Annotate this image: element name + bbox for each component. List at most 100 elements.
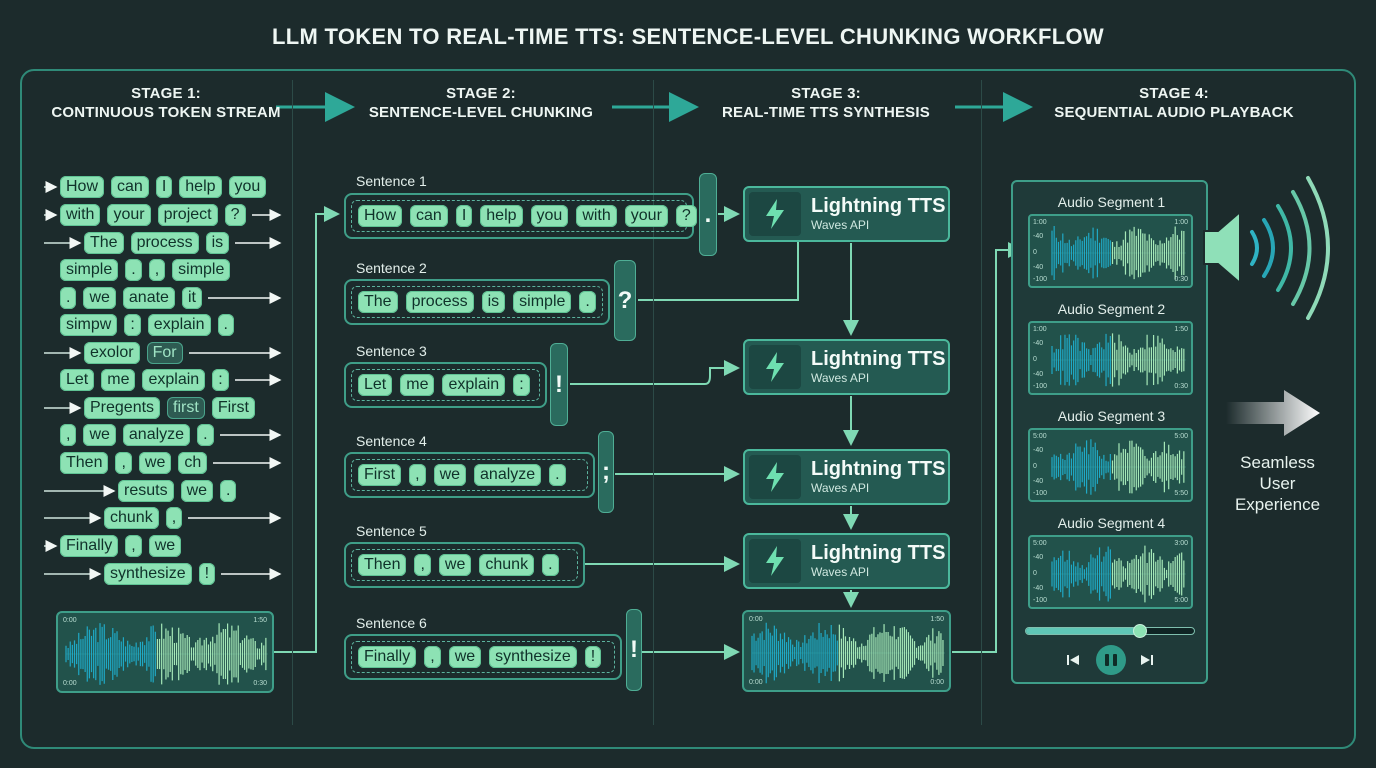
segment-axis-label: -100 <box>1033 383 1048 390</box>
token-chip: simple <box>172 259 231 281</box>
sentence-token: with <box>576 205 617 227</box>
stage-3-header: STAGE 3: REAL-TIME TTS SYNTHESIS <box>700 84 952 122</box>
segment-axis-label: 5:00 <box>1174 597 1188 604</box>
token-chip: ch <box>178 452 208 474</box>
sentence-token: , <box>409 464 426 486</box>
token-chip: Let <box>60 369 95 391</box>
waveform-time-bottom-start: 0:00 <box>749 679 763 686</box>
sentence-token: Let <box>358 374 393 396</box>
speaker-icon <box>1198 172 1338 327</box>
pause-button[interactable] <box>1096 645 1126 675</box>
token-chip: explain <box>147 314 211 336</box>
segment-axis-label: 5:00 <box>1033 540 1047 547</box>
audio-segment-label: Audio Segment 3 <box>1057 408 1166 424</box>
sentence-token: your <box>624 205 668 227</box>
token-chip: , <box>115 452 132 474</box>
skip-back-icon[interactable] <box>1065 652 1081 668</box>
playback-progress-bar[interactable] <box>1025 624 1195 638</box>
waveform-graphic <box>751 622 945 684</box>
segment-axis-label: 5:50 <box>1174 490 1188 497</box>
waveform-graphic <box>1051 439 1186 495</box>
token-chip: help <box>179 176 222 198</box>
segment-axis-label: -40 <box>1033 264 1044 271</box>
sentence-token: : <box>513 374 530 396</box>
sentence-token: you <box>530 205 569 227</box>
token-chip: your <box>107 204 151 226</box>
column-divider <box>653 80 654 725</box>
sentence-5-label: Sentence 5 <box>356 523 427 539</box>
sentence-token: . <box>542 554 559 576</box>
tts-sub: Waves API <box>811 371 870 385</box>
segment-axis-label: 0 <box>1033 249 1037 256</box>
sentence-token: . <box>579 291 596 313</box>
segment-axis-label: 3:00 <box>1174 540 1188 547</box>
token-chip: synthesize <box>104 563 192 585</box>
waveform-time-bottom-start: 0:00 <box>63 680 77 687</box>
token-chip: . <box>220 480 237 502</box>
playback-progress-knob[interactable] <box>1133 624 1148 638</box>
token-chip: you <box>228 176 267 198</box>
sentence-token: First <box>358 464 402 486</box>
sentence-token: me <box>400 374 435 396</box>
stage-2-header: STAGE 2: SENTENCE-LEVEL CHUNKING <box>356 84 606 122</box>
sentence-token: process <box>405 291 474 313</box>
token-chip: we <box>180 480 214 502</box>
token-chip: with <box>60 204 101 226</box>
segment-axis-label: 5:00 <box>1033 433 1047 440</box>
stream-waveform: 0:00 1:50 0:00 0:30 <box>56 611 274 693</box>
sentence-token: I <box>455 205 473 227</box>
segment-axis-label: 1:00 <box>1174 219 1188 226</box>
sentence-token: chunk <box>479 554 535 576</box>
sentence-1-label: Sentence 1 <box>356 173 427 189</box>
token-stream-row: simple.,simple <box>60 259 231 281</box>
sentence-token: , <box>424 646 441 668</box>
sentence-2-delimiter: ? <box>614 260 636 341</box>
token-chip: . <box>125 259 142 281</box>
skip-forward-icon[interactable] <box>1139 652 1155 668</box>
token-chip: we <box>83 287 116 309</box>
token-chip: : <box>124 314 141 336</box>
token-chip: : <box>212 369 229 391</box>
tts-sub: Waves API <box>811 481 870 495</box>
seamless-line-3: Experience <box>1234 495 1321 514</box>
tts-name: Lightning TTS <box>811 195 946 217</box>
sentence-token: ? <box>675 205 697 227</box>
sentence-1-delimiter: . <box>699 173 717 256</box>
sentence-token: , <box>414 554 431 576</box>
token-stream-row: synthesize! <box>104 563 216 585</box>
waveform-time-bottom-end: 0:30 <box>253 680 267 687</box>
diagram-title: LLM TOKEN TO REAL-TIME TTS: SENTENCE-LEV… <box>272 24 1104 49</box>
token-chip: anate <box>122 287 175 309</box>
token-chip: The <box>84 232 124 254</box>
token-chip: ? <box>224 204 246 226</box>
sentence-token: explain <box>442 374 506 396</box>
segment-axis-label: 1:50 <box>1174 326 1188 333</box>
tts-name: Lightning TTS <box>811 348 946 370</box>
waveform-time-end: 1:50 <box>930 616 944 623</box>
token-chip: process <box>130 232 199 254</box>
segment-axis-label: -100 <box>1033 276 1048 283</box>
segment-axis-label: -40 <box>1033 371 1044 378</box>
synthesis-waveform: 0:00 1:50 0:00 0:00 <box>742 610 951 692</box>
lightning-icon <box>749 192 801 236</box>
sentence-token: simple <box>513 291 572 313</box>
token-chip: we <box>138 452 172 474</box>
sentence-6-delimiter: ! <box>626 609 642 691</box>
token-chip: . <box>60 287 77 309</box>
stage-3-number: STAGE 3: <box>791 85 861 102</box>
token-chip: , <box>148 259 166 281</box>
